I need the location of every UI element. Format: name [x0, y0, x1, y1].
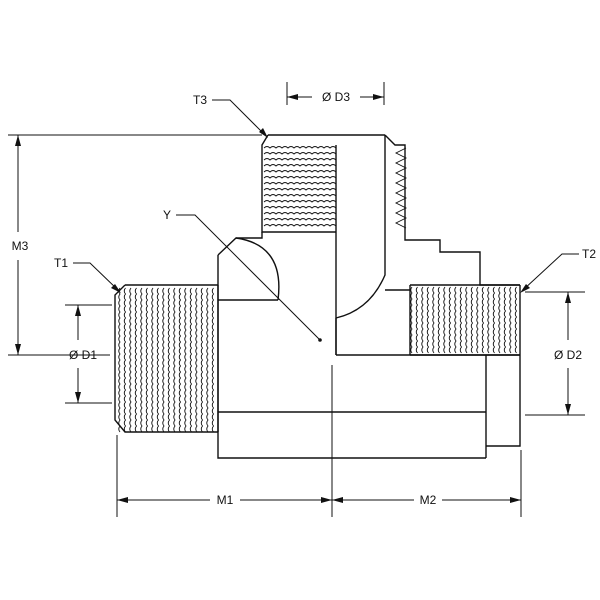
thread-line [263, 176, 337, 179]
thread-line [263, 152, 337, 155]
thread-line [263, 218, 337, 221]
top-branch-thread [261, 134, 408, 233]
thread-line [263, 170, 337, 173]
t3-label: T3 [193, 93, 207, 107]
thread-line [492, 286, 496, 354]
thread-line [426, 286, 430, 354]
thread-line [189, 287, 193, 433]
tee-body [217, 145, 521, 459]
thread-line [410, 286, 413, 354]
dim-m1-m2: M1 M2 [116, 365, 522, 517]
d1-label: Ø D1 [69, 348, 97, 362]
left-branch-thread [114, 284, 219, 433]
t1-label: T1 [54, 256, 68, 270]
thread-line [421, 286, 424, 354]
thread-line [263, 182, 337, 185]
thread-line [118, 287, 121, 433]
thread-line [140, 287, 143, 433]
thread-line [454, 286, 457, 354]
y-label: Y [163, 208, 171, 222]
dim-d2: Ø D2 [525, 291, 585, 416]
thread-line [448, 286, 452, 354]
thread-line [263, 188, 337, 191]
dim-d3: Ø D3 [286, 82, 385, 105]
thread-line [263, 158, 337, 161]
thread-line [123, 287, 127, 433]
thread-line [151, 287, 154, 433]
leader-t2: T2 [520, 247, 596, 293]
thread-line [200, 287, 204, 433]
thread-line [162, 287, 165, 433]
thread-line [145, 287, 149, 433]
dim-d1: Ø D1 [65, 304, 112, 404]
leader-y: Y [163, 208, 321, 341]
thread-line [167, 287, 171, 433]
thread-line [195, 287, 198, 433]
thread-line [263, 212, 337, 215]
thread-line [206, 287, 209, 433]
right-branch-thread [409, 284, 521, 356]
thread-edge [394, 147, 408, 229]
thread-line [263, 164, 337, 167]
thread-line [476, 286, 479, 354]
thread-line [263, 224, 337, 227]
thread-line [263, 146, 337, 149]
thread-line [211, 287, 215, 433]
thread-line [263, 206, 337, 209]
thread-line [514, 286, 518, 354]
thread-line [432, 286, 435, 354]
thread-line [487, 286, 490, 354]
leader-t3: T3 [193, 93, 268, 138]
thread-line [509, 286, 512, 354]
thread-line [178, 287, 182, 433]
thread-line [263, 194, 337, 197]
thread-line [470, 286, 474, 354]
thread-line [156, 287, 160, 433]
thread-line [129, 287, 132, 433]
thread-line [415, 286, 419, 354]
thread-line [459, 286, 463, 354]
leader-t1: T1 [54, 256, 121, 293]
m1-label: M1 [217, 493, 234, 507]
thread-line [503, 286, 507, 354]
dim-m3: M3 [8, 134, 262, 356]
thread-line [443, 286, 446, 354]
thread-line [134, 287, 138, 433]
t2-label: T2 [582, 247, 596, 261]
d3-label: Ø D3 [322, 90, 350, 104]
thread-line [173, 287, 176, 433]
d2-label: Ø D2 [554, 348, 582, 362]
thread-line [498, 286, 501, 354]
m2-label: M2 [420, 493, 437, 507]
thread-line [481, 286, 485, 354]
thread-line [184, 287, 187, 433]
m3-label: M3 [12, 239, 29, 253]
thread-line [263, 200, 337, 203]
thread-line [465, 286, 468, 354]
thread-line [437, 286, 441, 354]
